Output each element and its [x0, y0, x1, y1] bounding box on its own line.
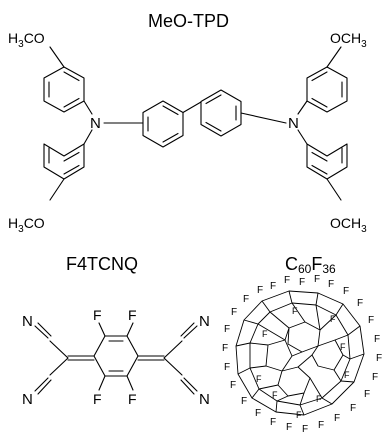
c60-f-18: F — [270, 417, 276, 428]
methoxy-bottom-right: OCH3 — [330, 215, 367, 235]
c60-f-5: F — [328, 279, 334, 290]
f4tcnq-fluorine-3: F — [93, 391, 102, 407]
c60-f-17: F — [286, 422, 292, 433]
c60-f-35: F — [316, 394, 322, 404]
c60-f-33: F — [344, 370, 350, 380]
c60-f-25: F — [231, 307, 237, 318]
c60-f-32: F — [256, 374, 262, 384]
c60-f-15: F — [318, 420, 324, 431]
methoxy-top-left: H3CO — [8, 30, 45, 50]
fluorine-labels: F F F F F F F F F F F F F F F F F F F F … — [222, 274, 382, 435]
c60-f-10: F — [376, 353, 382, 364]
c60-f-2: F — [284, 275, 290, 286]
c60-f-27: F — [257, 285, 263, 296]
c60-f-8: F — [368, 315, 374, 326]
c60-f-34: F — [272, 390, 278, 400]
c60-f-4: F — [314, 274, 320, 285]
c60-f-26: F — [243, 294, 249, 305]
c60-f-19: F — [255, 408, 261, 419]
methoxy-bottom-left: H3CO — [8, 215, 45, 235]
c60-f-20: F — [241, 396, 247, 407]
c60-f-24: F — [224, 324, 230, 335]
c60-f-14: F — [334, 413, 340, 424]
c60-f-23: F — [222, 343, 228, 354]
f4tcnq-fluorine-4: F — [128, 391, 137, 407]
c60-f-12: F — [364, 389, 370, 400]
c60-f-13: F — [350, 403, 356, 414]
c60-f-29: F — [330, 314, 336, 324]
fullerene-cage — [235, 290, 365, 416]
c60-f-9: F — [374, 334, 380, 345]
f4tcnq-cyano-n-3: N — [199, 313, 210, 330]
c60-f-7: F — [357, 298, 363, 309]
biphenyl-core — [142, 89, 242, 148]
c60-f-28: F — [292, 306, 298, 316]
f4tcnq-cyano-n-2: N — [22, 391, 33, 408]
c60-f-3: F — [299, 277, 305, 288]
f4tcnq-fluorine-1: F — [93, 307, 102, 323]
methoxy-top-right: OCH3 — [330, 30, 367, 50]
f4tcnq-fluorine-2: F — [128, 307, 137, 323]
c60-f-21: F — [230, 380, 236, 391]
c60-f-22: F — [224, 362, 230, 373]
c60-f-31: F — [340, 342, 346, 352]
f4tcnq-title: F4TCNQ — [66, 254, 138, 274]
c60-f-11: F — [372, 372, 378, 383]
c60-f-30: F — [262, 329, 268, 339]
nitrogen-left: N — [90, 115, 101, 132]
f4tcnq-cyano-n-4: N — [199, 391, 210, 408]
meo-tpd-structure: MeO-TPD N H3CO H3CO — [8, 11, 367, 235]
c60f36-structure: C60F36 — [222, 254, 382, 435]
c60-f-6: F — [343, 286, 349, 297]
meo-tpd-title: MeO-TPD — [148, 11, 229, 31]
f4tcnq-cyano-n-1: N — [22, 313, 33, 330]
c60-f-16: F — [302, 424, 308, 435]
c60-f-36: F — [296, 410, 302, 420]
nitrogen-right: N — [288, 115, 299, 132]
c60-f-1: F — [270, 281, 276, 292]
c60f36-title: C60F36 — [285, 254, 336, 276]
f4tcnq-structure: F4TCNQ F F F F N N N N — [22, 254, 210, 408]
